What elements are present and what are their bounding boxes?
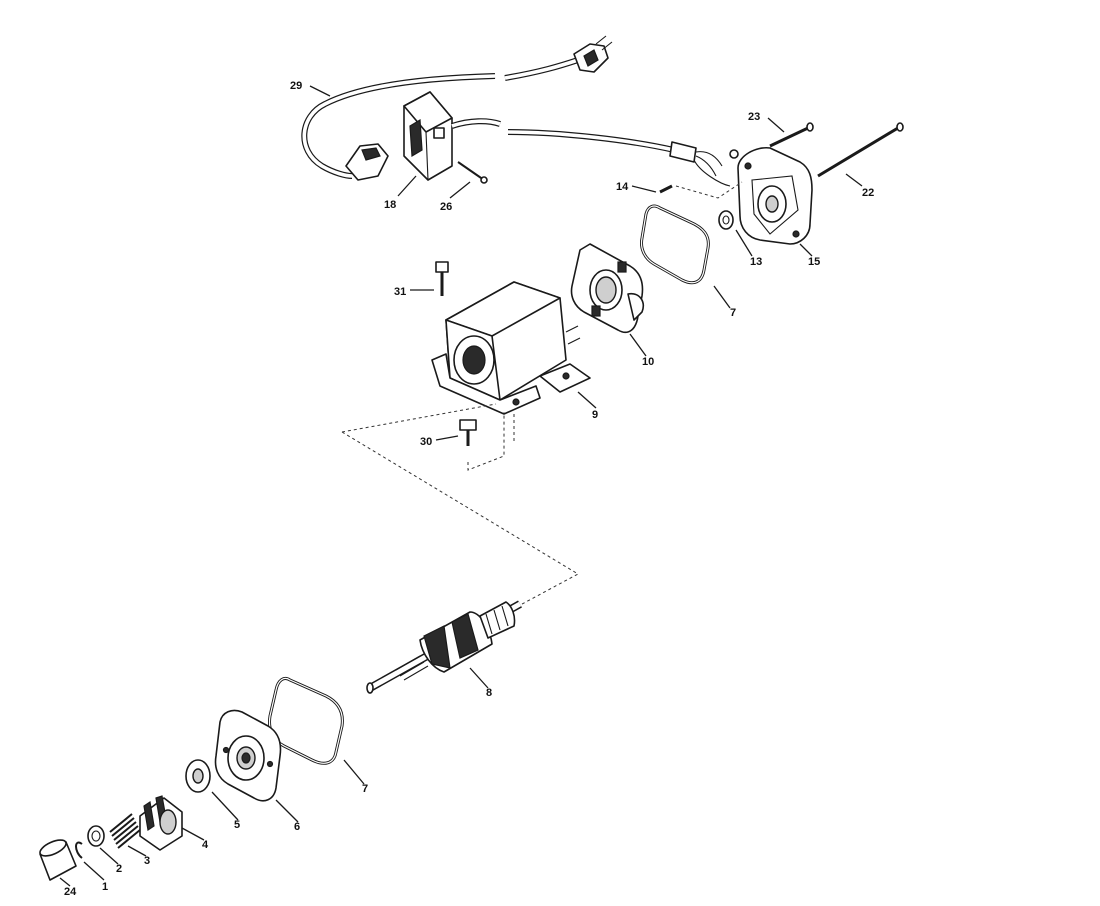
callout-4: 4 <box>202 839 209 851</box>
callout-29: 29 <box>290 80 302 92</box>
callout-9: 9 <box>592 409 598 421</box>
callout-15: 15 <box>808 256 820 268</box>
callout-2: 2 <box>116 863 122 875</box>
screw-part-31 <box>435 261 449 296</box>
gasket-part-7-lower <box>268 676 344 765</box>
callout-23: 23 <box>748 111 760 123</box>
end-cap-part-15 <box>737 146 813 245</box>
callout-22: 22 <box>862 187 874 199</box>
callout-7-upper: 7 <box>730 307 736 319</box>
leader-lines <box>59 85 863 887</box>
callout-26: 26 <box>440 201 452 213</box>
callout-30: 30 <box>420 436 432 448</box>
bolt-part-23 <box>769 122 814 148</box>
motor-housing-part-9 <box>431 281 591 415</box>
callout-5: 5 <box>234 819 240 831</box>
through-bolt-part-22 <box>817 122 904 178</box>
cap-part-24 <box>39 839 77 881</box>
switch-box-part-18 <box>403 91 501 181</box>
callout-7-lower: 7 <box>362 783 368 795</box>
callout-24: 24 <box>64 886 77 898</box>
bushing-part-13 <box>718 210 734 230</box>
callout-6: 6 <box>294 821 300 833</box>
washer-part-5 <box>185 759 211 793</box>
screw-part-26 <box>457 161 488 184</box>
callout-18: 18 <box>384 199 396 211</box>
callout-31: 31 <box>394 286 406 298</box>
screw-part-30 <box>459 419 477 446</box>
spring-part-3 <box>109 813 141 849</box>
armature-part-8 <box>366 600 522 694</box>
callout-1: 1 <box>102 881 108 893</box>
brush-plate-part-10 <box>570 243 644 334</box>
callout-3: 3 <box>144 855 150 867</box>
callout-13: 13 <box>750 256 762 268</box>
assembly-dashed-lines <box>341 181 743 619</box>
callout-8: 8 <box>486 687 492 699</box>
power-cord-part-29 <box>301 35 613 181</box>
callout-14: 14 <box>616 181 629 193</box>
drive-end-plate-part-6 <box>214 709 282 802</box>
screw-part-14 <box>659 184 673 194</box>
drive-pinion-part-4 <box>139 795 183 851</box>
wire-harness <box>507 129 739 187</box>
callout-10: 10 <box>642 356 654 368</box>
retaining-ring-part-1 <box>75 841 83 859</box>
gasket-part-7-upper <box>640 204 710 285</box>
collar-part-2 <box>87 825 105 847</box>
